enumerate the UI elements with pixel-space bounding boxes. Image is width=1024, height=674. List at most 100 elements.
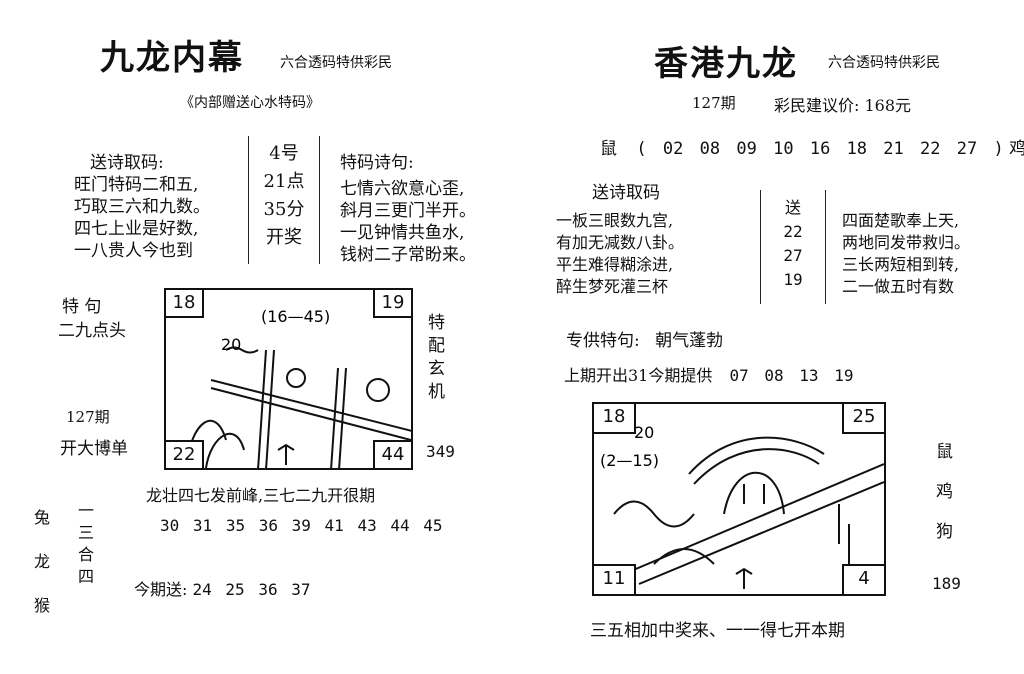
left-corner-br: 44 xyxy=(373,440,413,470)
combo-char: 一 xyxy=(78,501,95,520)
left-puzzle-picture: 20 (16—45) 18 19 22 44 xyxy=(164,288,413,470)
hint-char: 机 xyxy=(428,382,445,402)
number-item: 21 xyxy=(883,139,904,159)
number-item: 36 xyxy=(258,580,278,599)
right-tagline: 六合透码特供彩民 xyxy=(828,55,940,71)
left-combo-list: 一 三 合 四 xyxy=(78,500,94,588)
number-item: 19 xyxy=(834,366,854,385)
right-special: 专供特句: 朝气蓬勃 xyxy=(566,326,723,351)
hint-char: 特 xyxy=(428,313,445,333)
poem-line: 两地同发带救归。 xyxy=(842,233,971,252)
right-title: 香港九龙 xyxy=(654,44,798,84)
zodiac-rooster: 鸡 xyxy=(936,482,953,502)
number-item: 27 xyxy=(783,246,803,265)
right-zodiac-list: 鼠 鸡 狗 xyxy=(936,432,953,552)
left-corner-tl: 18 xyxy=(164,288,204,318)
rat-numbers: ( 02 08 09 10 16 18 21 22 27 ) xyxy=(636,139,1004,159)
zodiac-dog: 狗 xyxy=(936,522,953,542)
poem-line: 一板三眼数九宫, xyxy=(556,211,674,230)
rat-label: 鼠 xyxy=(600,139,617,159)
number-item: 45 xyxy=(423,516,443,535)
right-rat-row: 鼠 ( 02 08 09 10 16 18 21 22 27 ) 鸡 xyxy=(600,134,1024,159)
right-send-box: 送 22 27 19 xyxy=(760,190,826,304)
right-bottom-line: 三五相加中奖来、一一得七开本期 xyxy=(590,621,845,641)
left-today-send: 今期送: 24 25 36 37 xyxy=(134,576,310,600)
price-label: 彩民建议价: xyxy=(774,96,860,115)
number-item: 16 xyxy=(809,139,831,159)
number-item: 39 xyxy=(291,516,311,535)
zodiac-dragon: 龙 xyxy=(34,552,51,571)
number-item: 24 xyxy=(192,580,212,599)
poem-line: 平生难得糊涂进, xyxy=(556,255,674,274)
number-item: 08 xyxy=(699,139,721,159)
right-poem-right: 四面楚歌奉上天, 两地同发带救归。 三长两短相到转, 二一做五时有数 xyxy=(842,210,970,298)
poem-line: 钱树二子常盼来。 xyxy=(340,245,476,265)
hint-char: 玄 xyxy=(428,359,445,379)
left-poem-heading: 送诗取码: xyxy=(90,153,164,173)
left-picture-20: 20 xyxy=(221,335,241,354)
poem-line: 一见钟情共鱼水, xyxy=(340,223,465,243)
combo-char: 合 xyxy=(78,545,95,564)
number-item: 10 xyxy=(773,139,794,159)
special-text: 朝气蓬勃 xyxy=(655,331,724,351)
zodiac-rat: 鼠 xyxy=(936,442,953,462)
left-numbers: 30 31 35 36 39 41 43 44 45 xyxy=(160,516,443,535)
poem-line: 一八贵人今也到 xyxy=(74,241,193,261)
poem-line: 巧取三六和九数。 xyxy=(74,197,210,217)
left-phrase-line: 龙壮四七发前峰,三七二九开很期 xyxy=(146,486,376,505)
poem-line: 有加无减数八卦。 xyxy=(556,233,685,252)
number-item: 44 xyxy=(390,516,410,535)
left-special-poem-lines: 七情六欲意心歪, 斜月三更门半开。 一见钟情共鱼水, 钱树二子常盼来。 xyxy=(340,178,476,266)
draw-minute: 35分 xyxy=(263,199,305,220)
number-item: 25 xyxy=(225,580,245,599)
right-number-189: 189 xyxy=(932,574,961,593)
poem-line: 旺门特码二和五, xyxy=(74,175,199,195)
left-special-phrase-heading: 特 句 xyxy=(62,297,102,317)
right-poem-left: 一板三眼数九宫, 有加无减数八卦。 平生难得糊涂进, 醉生梦死灌三杯 xyxy=(556,210,684,298)
rooster-label: 鸡 xyxy=(1009,139,1024,159)
number-item: 41 xyxy=(324,516,344,535)
right-poem-heading: 送诗取码 xyxy=(592,183,660,203)
number-item: 43 xyxy=(357,516,377,535)
number-item: 19 xyxy=(783,270,803,289)
left-poem-lines: 旺门特码二和五, 巧取三六和九数。 四七上业是好数, 一八贵人今也到 xyxy=(74,174,210,262)
left-zodiac-list: 兔 龙 猴 xyxy=(34,496,50,628)
number-item: 37 xyxy=(291,580,311,599)
left-issue: 127期 xyxy=(66,408,110,426)
right-issue: 127期 xyxy=(692,94,736,112)
number-item: 08 xyxy=(764,366,784,385)
hint-char: 配 xyxy=(428,336,445,356)
draw-number: 4号 xyxy=(269,143,299,164)
right-price: 彩民建议价: 168元 xyxy=(774,92,911,116)
left-picture-range: (16—45) xyxy=(261,307,330,326)
poem-line: 斜月三更门半开。 xyxy=(340,201,476,221)
number-item: 35 xyxy=(225,516,246,535)
left-open-big: 开大博单 xyxy=(60,439,128,459)
right-corner-bl: 11 xyxy=(592,564,636,596)
number-item: 02 xyxy=(662,139,684,159)
today-send-label: 今期送: xyxy=(134,580,188,599)
right-corner-tr: 25 xyxy=(842,402,886,434)
right-last-issue: 上期开出31今期提供 07 08 13 19 xyxy=(564,362,853,386)
left-special-phrase: 二九点头 xyxy=(58,321,126,341)
left-tagline: 六合透码特供彩民 xyxy=(280,55,392,71)
left-vertical-hint: 特 配 玄 机 xyxy=(428,312,445,404)
number-item: 31 xyxy=(192,516,213,535)
poem-line: 三长两短相到转, xyxy=(842,255,960,274)
draw-open: 开奖 xyxy=(266,227,302,248)
number-item: 30 xyxy=(160,516,180,535)
left-corner-tr: 19 xyxy=(373,288,413,318)
left-number-349: 349 xyxy=(426,442,455,461)
number-item: 27 xyxy=(956,139,978,159)
zodiac-monkey: 猴 xyxy=(34,596,51,615)
price-value: 168元 xyxy=(864,96,912,115)
combo-char: 三 xyxy=(78,523,95,542)
number-item: 13 xyxy=(799,366,819,385)
left-special-poem-heading: 特码诗句: xyxy=(340,153,414,173)
number-item: 36 xyxy=(258,516,278,535)
right-picture-range: (2—15) xyxy=(600,451,659,470)
poem-line: 二一做五时有数 xyxy=(842,277,955,296)
left-subtitle: 《内部赠送心水特码》 xyxy=(180,95,320,111)
last-issue-label: 上期开出31今期提供 xyxy=(564,366,713,385)
left-title: 九龙内幕 xyxy=(100,38,244,78)
